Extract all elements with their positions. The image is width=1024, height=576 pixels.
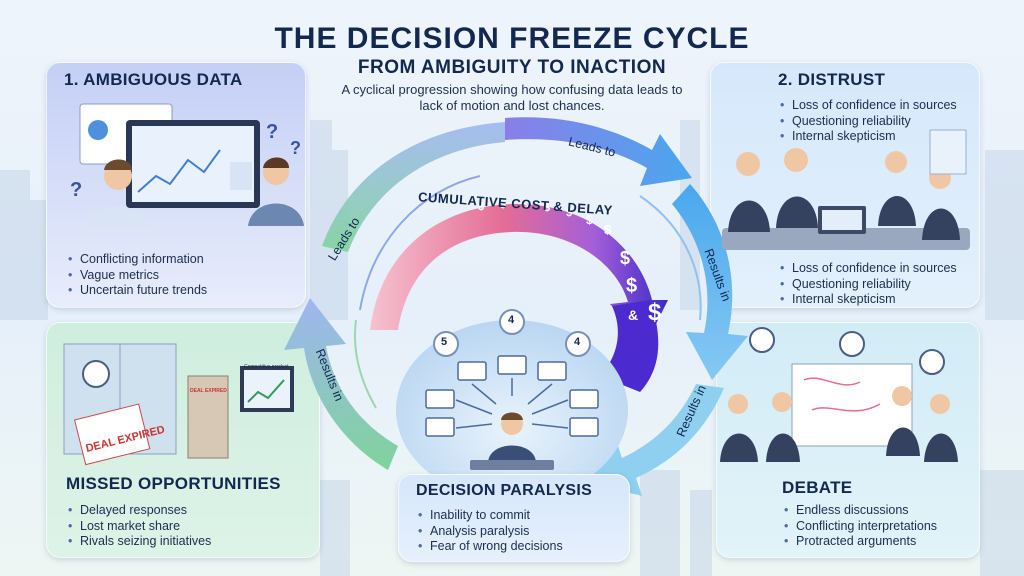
list-item: Analysis paralysis xyxy=(416,524,563,540)
list-item: Conflicting interpretations xyxy=(782,519,937,535)
svg-text:$: $ xyxy=(522,199,528,211)
arrow-left xyxy=(284,298,398,470)
list-item: Uncertain future trends xyxy=(66,283,207,299)
stage-title-missed-opportunities: MISSED OPPORTUNITIES xyxy=(66,474,281,493)
stage-title-distrust: 2. DISTRUST xyxy=(778,70,886,89)
list-item: Internal skepticism xyxy=(778,292,957,308)
svg-text:$: $ xyxy=(544,202,550,214)
list-item: Rivals seizing initiatives xyxy=(66,534,211,550)
svg-text:$: $ xyxy=(500,199,506,211)
stage-bullets-debate: Endless discussions Conflicting interpre… xyxy=(782,503,937,550)
stage-bullets-ambiguous-data: Conflicting information Vague metrics Un… xyxy=(66,252,207,299)
arrow-right xyxy=(588,184,748,496)
list-item: Loss of confidence in sources xyxy=(778,261,957,277)
page-description: A cyclical progression showing how confu… xyxy=(341,82,683,113)
svg-text:$: $ xyxy=(586,213,593,227)
list-item: Protracted arguments xyxy=(782,534,937,550)
page-title: THE DECISION FREEZE CYCLE xyxy=(274,22,750,55)
list-item: Fear of wrong decisions xyxy=(416,539,563,555)
stage-bullets-distrust: Loss of confidence in sources Questionin… xyxy=(778,98,957,145)
svg-text:?: ? xyxy=(266,121,278,143)
list-item: Questioning reliability xyxy=(778,277,957,293)
clock-icon xyxy=(433,309,591,357)
svg-text:$: $ xyxy=(478,201,484,213)
list-item: Conflicting information xyxy=(66,252,207,268)
stage-title-decision-paralysis: DECISION PARALYSIS xyxy=(416,482,593,499)
center-dome xyxy=(396,320,628,500)
svg-text:$: $ xyxy=(626,275,637,297)
list-item: Loss of confidence in sources xyxy=(778,98,957,114)
stage-title-debate: DEBATE xyxy=(782,478,853,497)
list-item: Inability to commit xyxy=(416,508,563,524)
screen-caption: Competitive product xyxy=(244,364,289,370)
monitor-illustration xyxy=(79,103,260,208)
list-item: Vague metrics xyxy=(66,268,207,284)
stage-bullets-decision-paralysis: Inability to commit Analysis paralysis F… xyxy=(416,508,563,555)
svg-text:$: $ xyxy=(566,207,572,219)
arrow-top xyxy=(322,117,692,252)
debate-illustration xyxy=(720,327,958,462)
svg-text:$: $ xyxy=(604,222,612,237)
clock-number: 4 xyxy=(574,336,581,348)
meeting-illustration xyxy=(722,129,970,250)
question-mark-icon: ? ? ? xyxy=(70,121,301,201)
stressed-person xyxy=(470,412,554,470)
svg-text:$: $ xyxy=(648,299,662,326)
person-thinking xyxy=(248,157,304,226)
list-item: Questioning reliability xyxy=(778,114,957,130)
flowchart-screens xyxy=(425,355,599,437)
office-illustration xyxy=(63,343,294,466)
svg-text:?: ? xyxy=(70,179,82,201)
clock-number: 5 xyxy=(441,336,448,348)
svg-text:&: & xyxy=(628,307,638,323)
svg-text:$: $ xyxy=(620,248,630,268)
door-sign: DEAL EXPIRED xyxy=(190,388,227,394)
list-item: Delayed responses xyxy=(66,503,211,519)
stage-title-ambiguous-data: 1. AMBIGUOUS DATA xyxy=(64,70,243,89)
list-item: Lost market share xyxy=(66,519,211,535)
clock-number: 4 xyxy=(508,314,515,326)
page-subtitle: FROM AMBIGUITY TO INACTION xyxy=(357,57,667,78)
list-item: Endless discussions xyxy=(782,503,937,519)
stage-bullets-distrust-repeat: Loss of confidence in sources Questionin… xyxy=(778,261,957,308)
stage-bullets-missed-opportunities: Delayed responses Lost market share Riva… xyxy=(66,503,211,550)
person-glasses xyxy=(86,159,150,228)
list-item: Internal skepticism xyxy=(778,129,957,145)
svg-text:?: ? xyxy=(290,138,301,158)
